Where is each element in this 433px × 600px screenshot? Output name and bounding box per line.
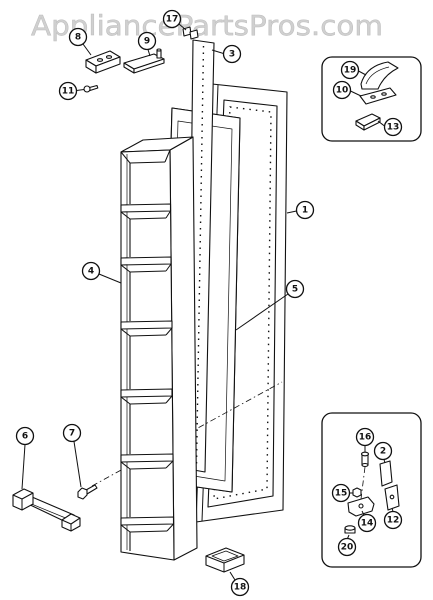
callout-11: 11	[58, 81, 85, 101]
part-19-door-stop	[360, 61, 399, 90]
liner-shelf	[120, 453, 174, 463]
part-4-door-liner	[120, 136, 198, 561]
part-13-bracket	[355, 113, 381, 131]
part-6-handle	[12, 488, 81, 532]
callout-14: 14	[357, 510, 377, 533]
callout-4: 4	[81, 261, 122, 284]
part-14-hinge	[347, 496, 375, 517]
callout-7: 7	[62, 423, 82, 488]
callout-number: 19	[344, 66, 357, 76]
callout-5: 5	[235, 279, 305, 331]
callout-10: 10	[332, 80, 362, 100]
callout-15: 15	[331, 483, 353, 503]
liner-shelf	[120, 388, 173, 398]
part-7-screw	[77, 484, 98, 500]
part-2-plate	[379, 460, 393, 487]
callout-1: 1	[286, 200, 315, 220]
callout-3: 3	[211, 44, 242, 64]
bottom-detail-inset	[321, 412, 422, 568]
liner-shelf	[120, 203, 172, 213]
callout-13: 13	[377, 117, 403, 137]
callout-20: 20	[337, 534, 357, 557]
liner-side-face	[169, 136, 198, 561]
callout-number: 3	[229, 50, 235, 60]
callout-18: 18	[229, 571, 250, 597]
callout-number: 13	[387, 123, 400, 133]
watermark: AppliancePartsPros.com	[31, 9, 383, 42]
callout-number: 11	[62, 87, 75, 97]
callout-number: 14	[361, 519, 374, 529]
callout-number: 6	[22, 432, 28, 442]
callout-number: 2	[380, 447, 386, 457]
part-15-nut	[352, 487, 362, 498]
callout-number: 17	[166, 15, 179, 25]
callout-19: 19	[340, 60, 367, 80]
callout-number: 10	[336, 86, 349, 96]
liner-shelf	[120, 516, 175, 526]
liner-shelf	[120, 256, 172, 266]
callout-number: 7	[69, 429, 75, 439]
part-10-plate	[359, 87, 397, 105]
callout-number: 20	[341, 543, 354, 553]
callout-16: 16	[355, 427, 375, 452]
callout-number: 12	[387, 516, 400, 526]
callout-number: 18	[234, 583, 247, 593]
callout-number: 8	[75, 33, 81, 43]
callout-number: 15	[335, 489, 348, 499]
callout-17: 17	[162, 9, 187, 31]
inset-alignment-line	[360, 466, 366, 500]
callout-number: 4	[88, 267, 94, 277]
part-12-bracket	[384, 484, 400, 511]
part-8-bracket	[85, 50, 121, 74]
callout-number: 16	[359, 433, 372, 443]
top-detail-inset	[321, 56, 422, 142]
part-11-screw	[83, 84, 99, 93]
part-9-hinge	[123, 48, 165, 74]
callout-2: 2	[373, 441, 393, 464]
part-18-bracket	[205, 547, 245, 573]
callout-number: 1	[302, 206, 308, 216]
callout-number: 9	[144, 37, 150, 47]
callout-6: 6	[15, 426, 35, 490]
part-20-spacer	[344, 525, 356, 534]
callout-8: 8	[68, 27, 92, 56]
callout-12: 12	[383, 507, 403, 530]
callout-number: 5	[292, 285, 298, 295]
part-16-pin	[360, 451, 370, 468]
callout-9: 9	[137, 31, 157, 57]
liner-shelf	[120, 320, 173, 330]
